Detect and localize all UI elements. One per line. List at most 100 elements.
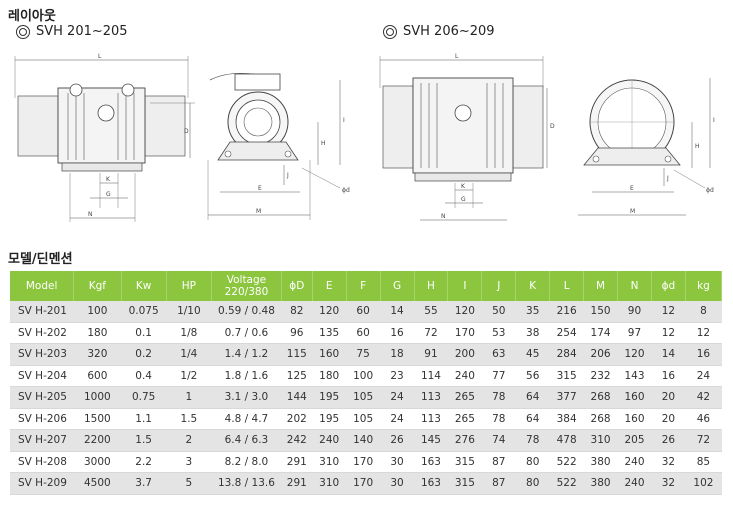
table-cell: 1.4 / 1.2 <box>211 343 282 366</box>
table-cell: 53 <box>481 322 516 344</box>
table-cell: 0.7 / 0.6 <box>211 322 282 344</box>
table-cell: 170 <box>346 451 381 473</box>
dim-H-text: H <box>695 143 700 150</box>
table-cell: 205 <box>617 429 652 452</box>
table-cell: 102 <box>685 472 722 495</box>
table-cell: 1/10 <box>166 301 212 323</box>
double-circle-icon <box>383 24 397 39</box>
table-cell: 87 <box>481 472 516 495</box>
table-cell: 268 <box>583 386 618 409</box>
table-cell: 80 <box>515 451 550 473</box>
table-cell: 18 <box>380 343 414 366</box>
table-cell: 4500 <box>73 472 122 495</box>
table-cell: 120 <box>312 301 347 323</box>
table-cell: 82 <box>281 301 313 323</box>
table-cell: 97 <box>617 322 652 344</box>
table-cell: 291 <box>281 451 313 473</box>
table-cell: SV H-202 <box>10 322 74 344</box>
column-header: K <box>515 271 551 301</box>
front-view-drawing-206: I H J ϕd E M <box>578 78 715 216</box>
table-cell: 377 <box>549 386 584 409</box>
table-cell: 240 <box>447 365 482 387</box>
table-cell: 240 <box>312 429 347 452</box>
table-cell: 14 <box>651 343 686 366</box>
dim-I-text: I <box>713 117 715 124</box>
table-cell: 55 <box>414 301 448 323</box>
table-cell: 64 <box>515 386 550 409</box>
table-cell: 320 <box>73 343 122 366</box>
table-cell: 143 <box>617 365 652 387</box>
table-cell: 180 <box>312 365 347 387</box>
dim-D-text: D <box>184 128 189 135</box>
table-cell: 96 <box>281 322 313 344</box>
table-cell: 16 <box>685 343 722 366</box>
table-cell: 1/8 <box>166 322 212 344</box>
dim-N-text: N <box>441 213 446 220</box>
table-cell: 42 <box>685 386 722 409</box>
table-cell: 254 <box>549 322 584 344</box>
table-cell: 46 <box>685 408 722 430</box>
table-cell: 380 <box>583 451 618 473</box>
table-cell: 0.59 / 0.48 <box>211 301 282 323</box>
spec-section-title: 모델/딘멘션 <box>8 252 73 267</box>
table-cell: 3.1 / 3.0 <box>211 386 282 409</box>
column-header: Voltage 220/380 <box>211 271 282 301</box>
table-cell: 195 <box>312 386 347 409</box>
table-cell: 5 <box>166 472 212 495</box>
table-cell: 45 <box>515 343 550 366</box>
table-cell: 600 <box>73 365 122 387</box>
table-cell: 0.2 <box>121 343 167 366</box>
dim-J-text: J <box>666 175 669 182</box>
table-cell: 26 <box>651 429 686 452</box>
table-cell: 38 <box>515 322 550 344</box>
column-header: N <box>617 271 652 301</box>
table-cell: 24 <box>380 386 414 409</box>
side-view-drawing-201: L D K G N <box>14 53 195 222</box>
table-cell: 120 <box>617 343 652 366</box>
model-label-206-209: SVH 206~209 <box>383 24 495 39</box>
table-cell: 1.1 <box>121 408 167 430</box>
table-cell: 0.1 <box>121 322 167 344</box>
table-cell: 3000 <box>73 451 122 473</box>
table-cell: 265 <box>447 386 482 409</box>
table-cell: SV H-208 <box>10 451 74 473</box>
table-cell: 150 <box>583 301 618 323</box>
model-label-201-205: SVH 201~205 <box>16 24 128 39</box>
table-cell: 32 <box>651 451 686 473</box>
dim-K-text: K <box>461 183 466 190</box>
table-cell: 32 <box>651 472 686 495</box>
table-cell: 114 <box>414 365 448 387</box>
column-header: G <box>380 271 415 301</box>
column-header: kg <box>685 271 723 301</box>
table-cell: 160 <box>617 386 652 409</box>
table-cell: 113 <box>414 386 448 409</box>
table-cell: SV H-209 <box>10 472 74 495</box>
table-cell: 140 <box>346 429 381 452</box>
table-cell: 2200 <box>73 429 122 452</box>
table-cell: 384 <box>549 408 584 430</box>
column-header: I <box>447 271 483 301</box>
table-cell: SV H-206 <box>10 408 74 430</box>
table-cell: 144 <box>281 386 313 409</box>
table-cell: 232 <box>583 365 618 387</box>
table-cell: 77 <box>481 365 516 387</box>
table-cell: 12 <box>651 301 686 323</box>
table-cell: 56 <box>515 365 550 387</box>
table-cell: 16 <box>651 365 686 387</box>
table-cell: 12 <box>651 322 686 344</box>
table-cell: 240 <box>617 451 652 473</box>
table-cell: 1/2 <box>166 365 212 387</box>
table-cell: 80 <box>515 472 550 495</box>
table-cell: 78 <box>481 408 516 430</box>
column-header: HP <box>166 271 212 301</box>
double-circle-icon <box>16 24 30 39</box>
table-cell: 16 <box>380 322 414 344</box>
table-cell: 26 <box>380 429 414 452</box>
column-header: J <box>481 271 517 301</box>
table-cell: 160 <box>617 408 652 430</box>
